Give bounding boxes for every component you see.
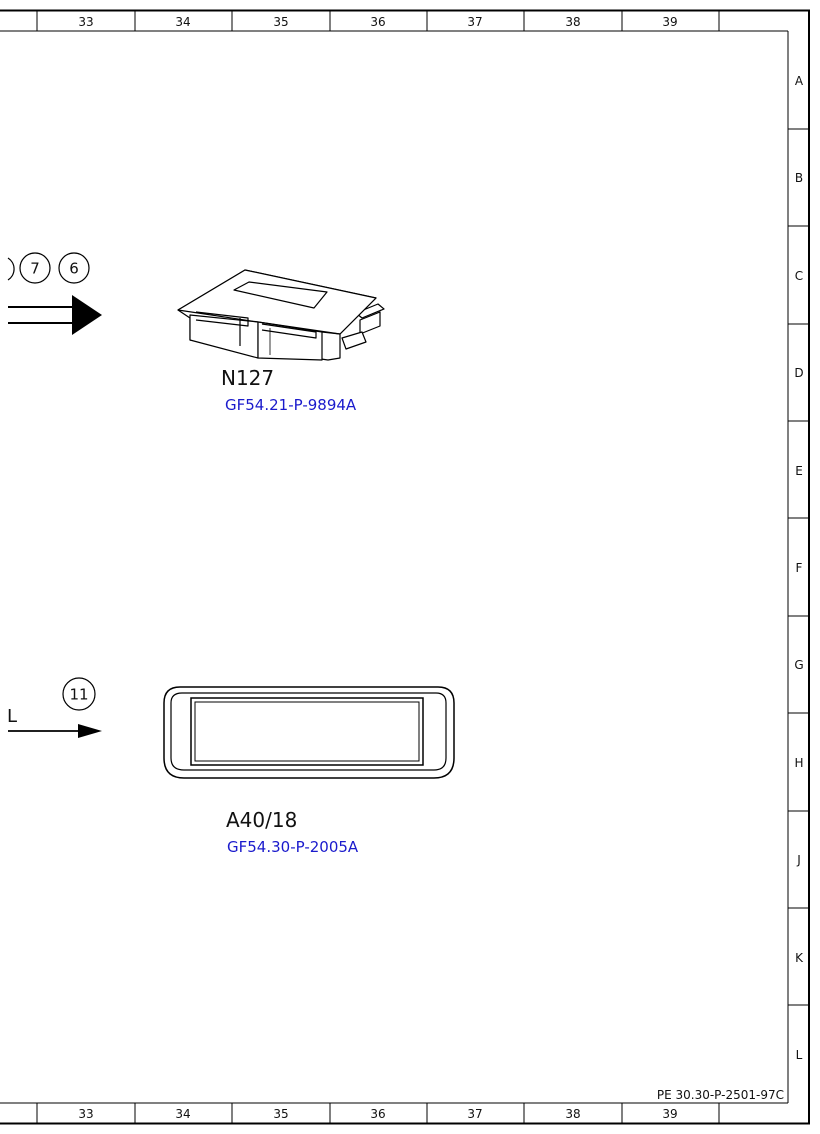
row-label: L xyxy=(796,1048,803,1062)
column-label: 36 xyxy=(370,1107,385,1121)
component-id-a40-18: A40/18 xyxy=(226,808,297,832)
component-ref-link-a40-18[interactable]: GF54.30-P-2005A xyxy=(227,838,359,856)
wire-bubble-6[interactable]: 6 xyxy=(58,252,90,284)
column-ruler-bottom xyxy=(36,1103,720,1124)
sheet-frame xyxy=(0,9,810,1125)
column-label: 34 xyxy=(175,1107,190,1121)
column-label: 35 xyxy=(273,1107,288,1121)
arrow-head-icon xyxy=(72,295,102,335)
upper-connection: 7 6 xyxy=(7,252,102,335)
column-label: 39 xyxy=(662,1107,677,1121)
row-label: F xyxy=(796,561,803,575)
control-unit-n127-drawing[interactable] xyxy=(177,269,385,361)
bus-arrow xyxy=(8,295,102,335)
component-id-n127: N127 xyxy=(221,366,274,390)
row-label: G xyxy=(794,658,803,672)
bubble-label: 6 xyxy=(69,260,79,278)
row-label: J xyxy=(796,853,801,867)
partial-bubble xyxy=(7,257,15,281)
column-ruler-top xyxy=(36,10,720,31)
row-label: A xyxy=(795,74,804,88)
column-label: 38 xyxy=(565,15,580,29)
column-label: 39 xyxy=(662,15,677,29)
wire-bubble-11[interactable]: 11 xyxy=(62,677,96,711)
column-labels-bottom: 33 34 35 36 37 38 39 xyxy=(78,1107,677,1121)
row-label: B xyxy=(795,171,803,185)
row-labels-right: A B C D E F G H J K L xyxy=(794,74,804,1062)
column-label: 38 xyxy=(565,1107,580,1121)
column-label: 34 xyxy=(175,15,190,29)
row-label: D xyxy=(794,366,803,380)
bubble-label: 11 xyxy=(69,686,88,704)
column-label: 36 xyxy=(370,15,385,29)
bubble-label: 7 xyxy=(30,260,40,278)
display-unit-a40-18-drawing[interactable] xyxy=(163,686,455,779)
row-label: H xyxy=(794,756,803,770)
arrow-head-icon xyxy=(78,724,102,738)
column-label: 37 xyxy=(467,1107,482,1121)
document-number: PE 30.30-P-2501-97C xyxy=(657,1088,784,1102)
column-label: 37 xyxy=(467,15,482,29)
lower-connection: L 11 xyxy=(7,677,102,738)
row-ruler-right xyxy=(788,128,809,1006)
side-letter-label: L xyxy=(7,706,17,727)
wire-bubble-7[interactable]: 7 xyxy=(19,252,51,284)
column-label: 33 xyxy=(78,15,93,29)
component-ref-link-n127[interactable]: GF54.21-P-9894A xyxy=(225,396,357,414)
row-label: K xyxy=(795,951,804,965)
column-labels-top: 33 34 35 36 37 38 39 xyxy=(78,15,677,29)
row-label: C xyxy=(795,269,803,283)
column-label: 35 xyxy=(273,15,288,29)
column-label: 33 xyxy=(78,1107,93,1121)
row-label: E xyxy=(795,464,803,478)
